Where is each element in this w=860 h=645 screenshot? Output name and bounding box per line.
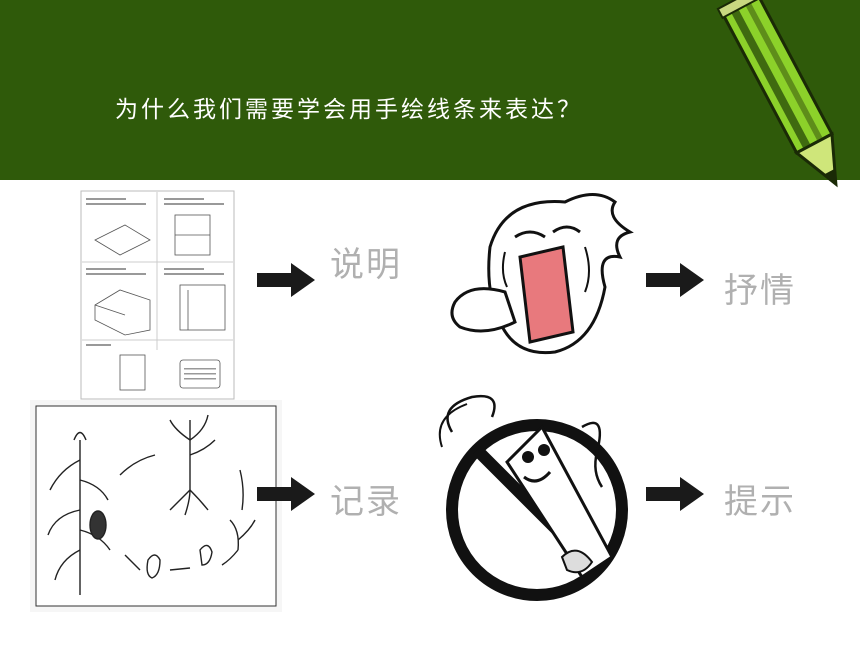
no-smoking-sign-image [432, 392, 637, 607]
slide-title: 为什么我们需要学会用手绘线条来表达？ [115, 97, 583, 123]
label-explain: 说明 [330, 245, 402, 285]
right-arrow-icon [646, 263, 704, 297]
label-express: 抒情 [724, 271, 796, 311]
right-arrow-icon [646, 477, 704, 511]
label-record: 记录 [330, 482, 402, 522]
instruction-manual-image [80, 190, 235, 400]
pencil-icon [716, 0, 838, 188]
title-banner: 为什么我们需要学会用手绘线条来表达？ [0, 0, 860, 180]
right-arrow-icon [257, 477, 315, 511]
plant-growth-sketch-image [30, 400, 282, 612]
right-arrow-icon [257, 263, 315, 297]
label-remind: 提示 [724, 482, 796, 522]
crying-cartoon-image [445, 192, 650, 367]
